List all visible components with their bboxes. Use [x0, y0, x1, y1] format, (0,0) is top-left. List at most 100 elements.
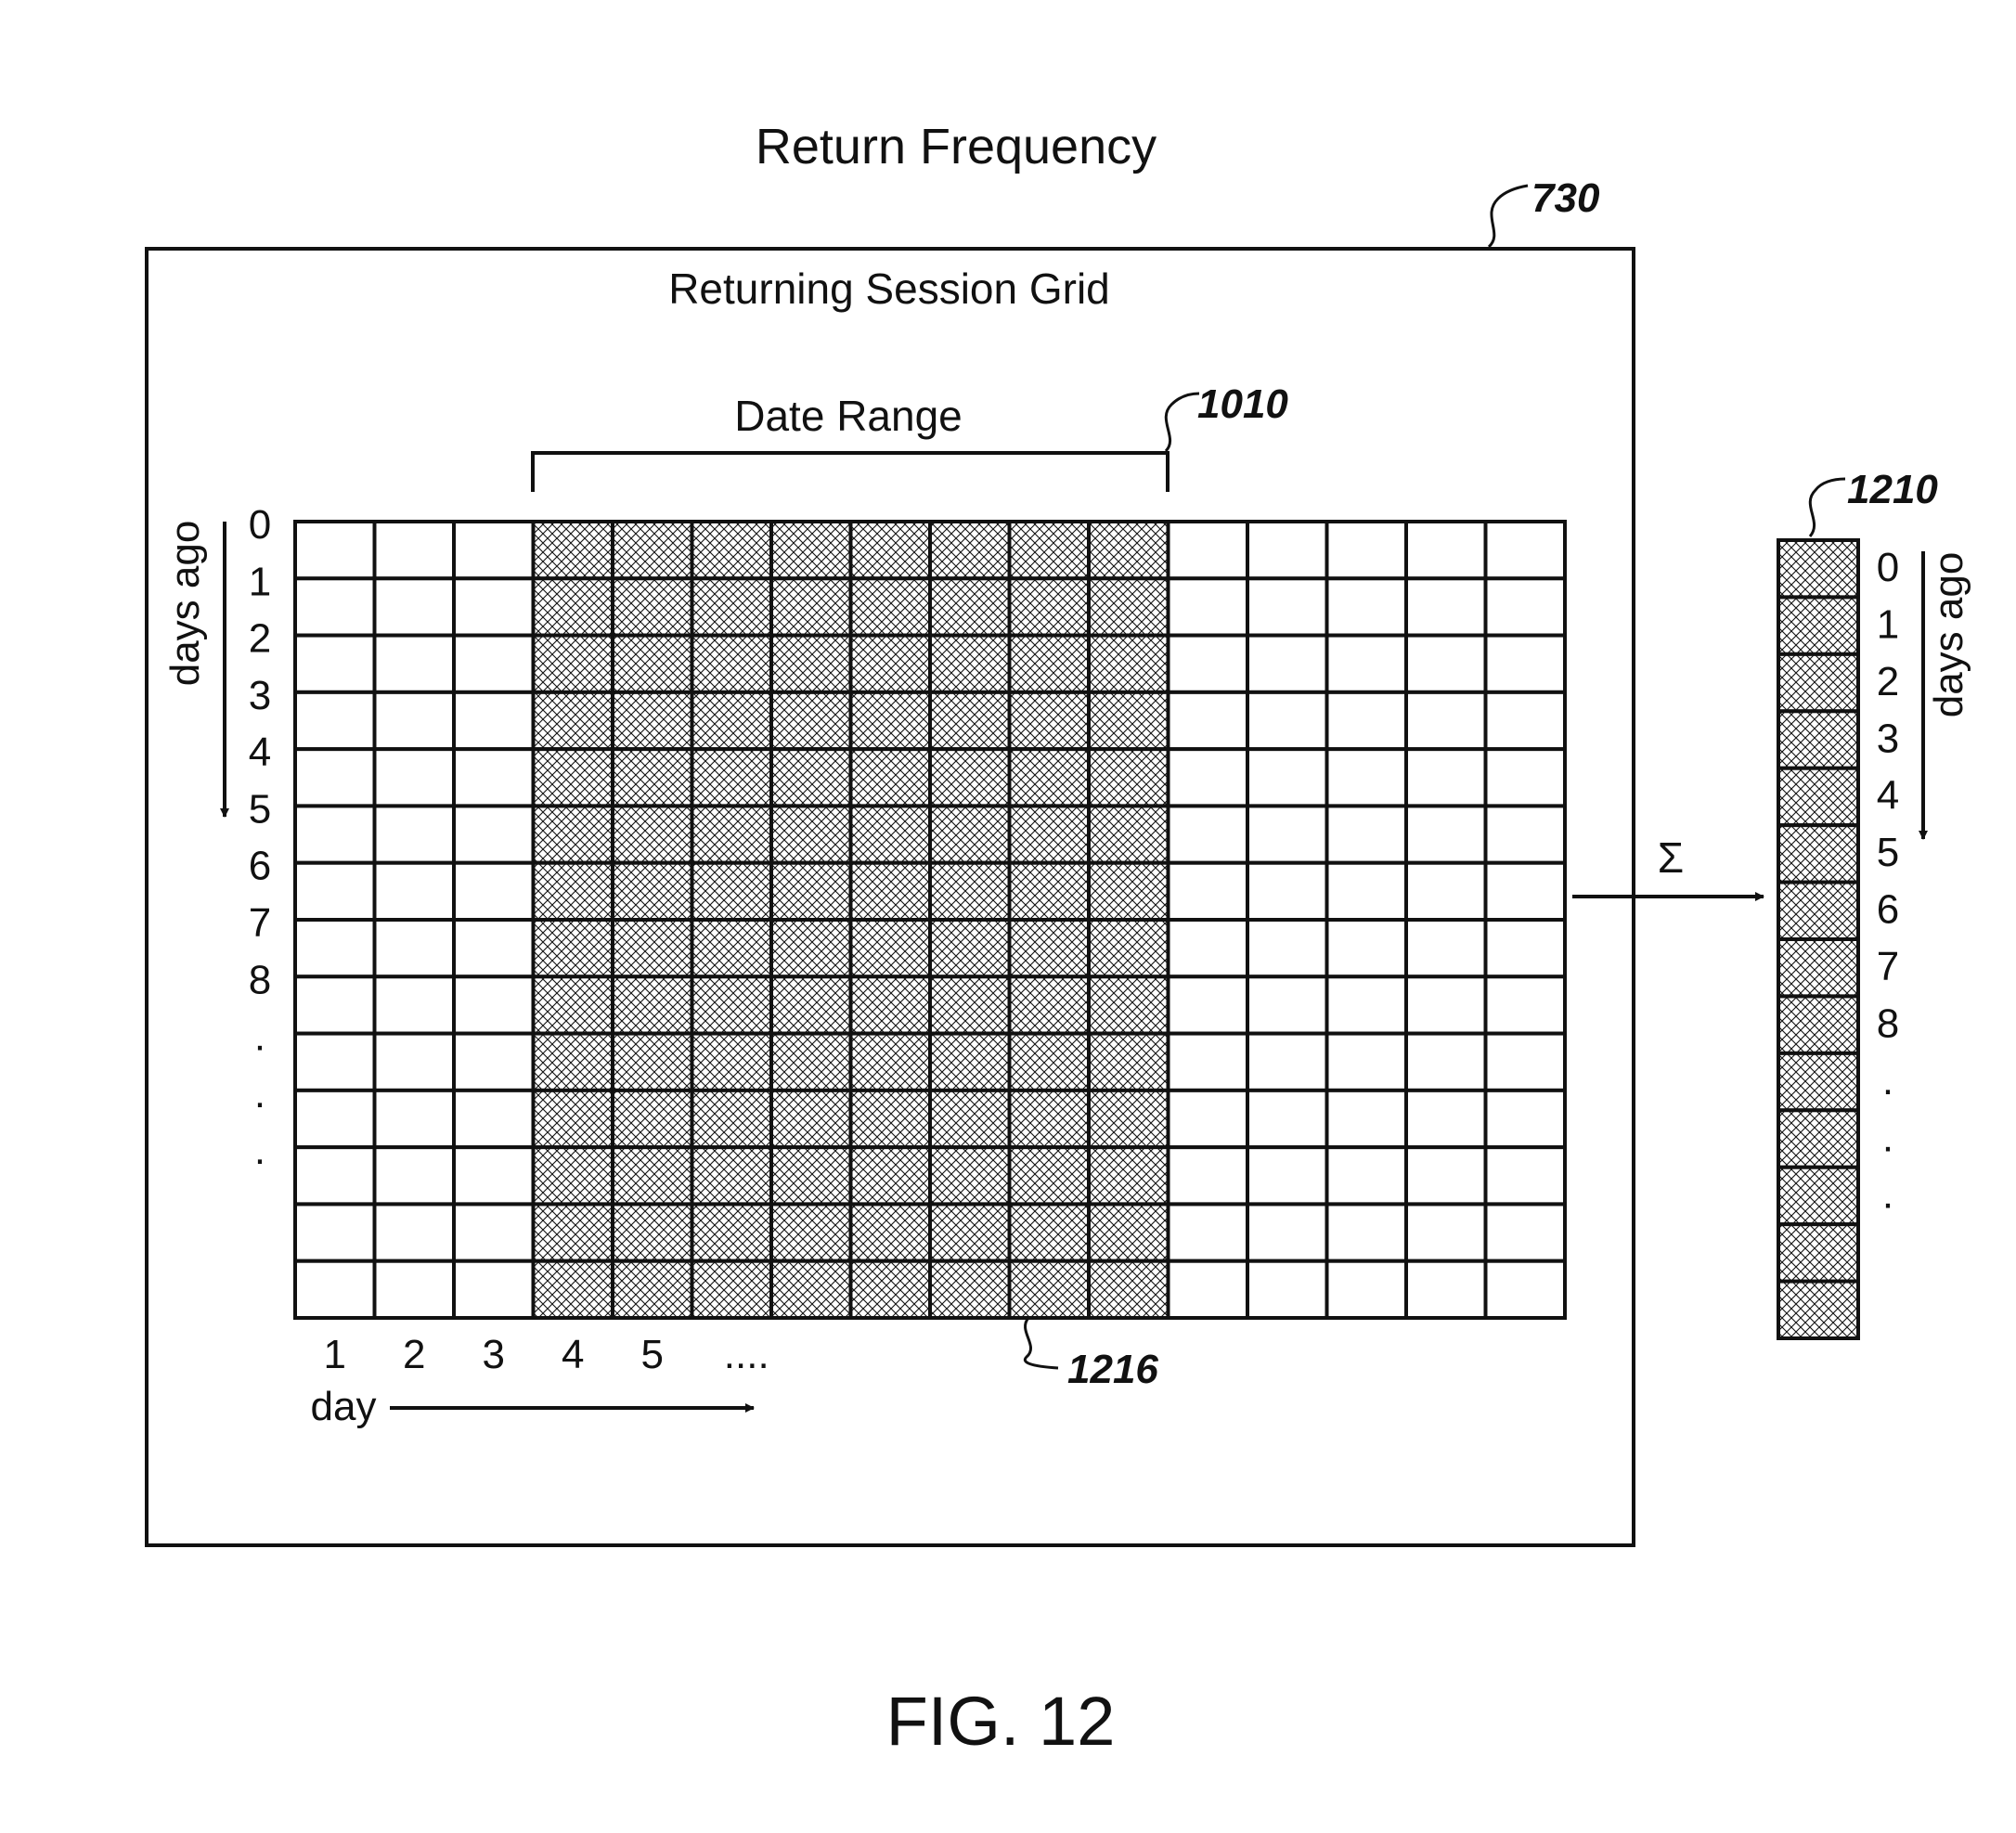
grid-cell-shaded	[613, 1204, 692, 1260]
vector-cell	[1778, 1110, 1858, 1167]
grid-cell	[1247, 976, 1327, 1033]
grid-cell-shaded	[930, 1204, 1010, 1260]
grid-cell-shaded	[1010, 522, 1090, 578]
vector-cell	[1778, 654, 1858, 711]
date-range-bracket	[533, 453, 1168, 492]
grid-cell	[454, 1034, 534, 1091]
grid-cell	[1247, 1261, 1327, 1318]
returning-session-grid	[295, 522, 1565, 1318]
grid-cell-shaded	[613, 1034, 692, 1091]
grid-cell-shaded	[851, 522, 931, 578]
grid-cell-shaded	[851, 1091, 931, 1147]
vector-row-label: 0	[1877, 545, 1899, 590]
vector-row-label: 4	[1877, 773, 1899, 819]
grid-cell-shaded	[930, 692, 1010, 749]
grid-cell-shaded	[851, 920, 931, 976]
grid-cell-shaded	[534, 863, 614, 920]
grid-cell	[1247, 749, 1327, 806]
row-labels: 012345678...	[249, 502, 271, 1173]
grid-cell-shaded	[534, 522, 614, 578]
grid-cell-shaded	[930, 522, 1010, 578]
grid-cell-shaded	[613, 976, 692, 1033]
col-label: ....	[724, 1332, 769, 1377]
grid-cell	[295, 976, 375, 1033]
grid-cell-shaded	[534, 976, 614, 1033]
grid-title: Returning Session Grid	[668, 265, 1110, 313]
frame-ref-leader	[1489, 186, 1528, 247]
row-label: 4	[249, 729, 271, 775]
grid-cell-shaded	[771, 1034, 851, 1091]
grid-cell	[1247, 692, 1327, 749]
grid-cell-shaded	[613, 1091, 692, 1147]
grid-cell-shaded	[613, 806, 692, 862]
grid-cell-shaded	[613, 1261, 692, 1318]
grid-cell	[295, 1034, 375, 1091]
grid-cell	[1406, 749, 1486, 806]
col-label: 2	[403, 1332, 425, 1377]
grid-cell-shaded	[1010, 636, 1090, 692]
grid-cell-shaded	[692, 522, 772, 578]
grid-cell	[1169, 806, 1248, 862]
grid-cell-shaded	[1010, 920, 1090, 976]
grid-cell	[1406, 578, 1486, 635]
shaded-ref-number: 1216	[1067, 1347, 1158, 1392]
grid-cell-shaded	[851, 1261, 931, 1318]
grid-cell	[1169, 692, 1248, 749]
grid-cell	[1169, 920, 1248, 976]
row-label: .	[254, 1071, 265, 1117]
grid-cell-shaded	[930, 749, 1010, 806]
grid-cell	[375, 1034, 455, 1091]
vector-row-label: 8	[1877, 1000, 1899, 1046]
grid-cell-shaded	[1010, 806, 1090, 862]
grid-cell	[1169, 578, 1248, 635]
grid-cell-shaded	[692, 1204, 772, 1260]
grid-cell	[1486, 920, 1566, 976]
row-label: 7	[249, 900, 271, 946]
grid-cell	[1169, 976, 1248, 1033]
grid-cell	[1406, 1204, 1486, 1260]
grid-cell-shaded	[1089, 692, 1169, 749]
grid-cell	[1327, 920, 1407, 976]
grid-cell	[1327, 1091, 1407, 1147]
grid-cell-shaded	[692, 1261, 772, 1318]
grid-cell	[295, 1147, 375, 1204]
grid-cell	[1169, 863, 1248, 920]
grid-cell-shaded	[771, 1261, 851, 1318]
grid-cell-shaded	[851, 1147, 931, 1204]
grid-cell-shaded	[692, 1147, 772, 1204]
grid-cell	[375, 1204, 455, 1260]
grid-cell	[1406, 636, 1486, 692]
grid-cell-shaded	[534, 692, 614, 749]
vector-row-labels: 012345678...	[1877, 545, 1899, 1218]
grid-cell	[454, 1261, 534, 1318]
grid-cell	[295, 578, 375, 635]
grid-cell	[1247, 578, 1327, 635]
grid-cell	[295, 636, 375, 692]
figure-title: Return Frequency	[756, 119, 1157, 174]
grid-cell-shaded	[1010, 1034, 1090, 1091]
grid-cell-shaded	[930, 1261, 1010, 1318]
grid-cell	[295, 1261, 375, 1318]
grid-cell	[1247, 806, 1327, 862]
vector-cell	[1778, 1168, 1858, 1224]
grid-cell	[1486, 1147, 1566, 1204]
grid-cell	[454, 863, 534, 920]
grid-cell-shaded	[613, 692, 692, 749]
grid-cell-shaded	[851, 1204, 931, 1260]
vector-cell	[1778, 1224, 1858, 1281]
grid-cell-shaded	[692, 578, 772, 635]
row-label: 1	[249, 559, 271, 604]
summed-vector	[1778, 540, 1858, 1338]
grid-cell-shaded	[930, 578, 1010, 635]
grid-cell-shaded	[613, 920, 692, 976]
grid-cell	[1169, 1034, 1248, 1091]
grid-cell	[1247, 863, 1327, 920]
grid-cell	[1486, 578, 1566, 635]
vector-cell	[1778, 825, 1858, 882]
grid-cell-shaded	[1089, 578, 1169, 635]
grid-cell-shaded	[692, 806, 772, 862]
vector-ref-number: 1210	[1847, 467, 1938, 512]
grid-cell-shaded	[771, 863, 851, 920]
grid-cell-shaded	[1089, 1147, 1169, 1204]
vector-row-axis-label: days ago	[1926, 552, 1971, 718]
